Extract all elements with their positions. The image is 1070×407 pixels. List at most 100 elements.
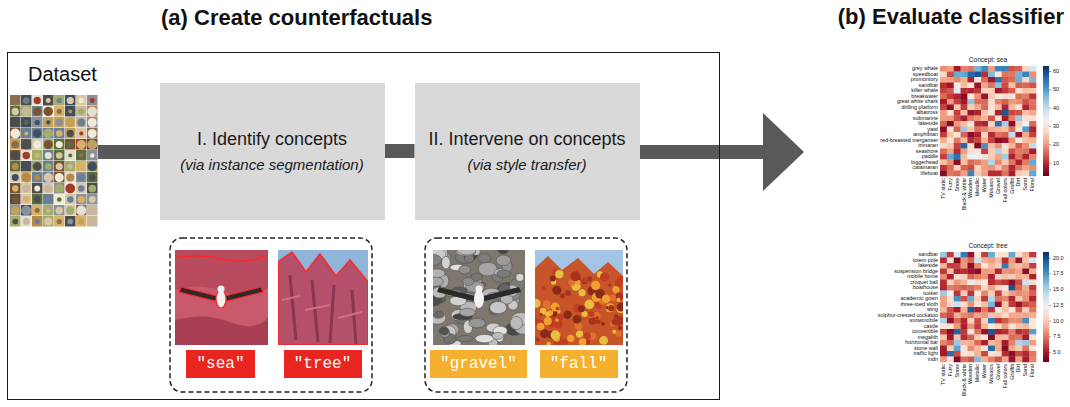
heatmap-cell: [988, 94, 995, 100]
heatmap-cell: [1022, 83, 1029, 89]
heatmap-cell: [940, 110, 947, 116]
column-label: Floral: [1030, 364, 1035, 377]
thumbnail-ground: [54, 150, 65, 161]
sea-photo-part: [179, 286, 263, 309]
heatmap-cell: [995, 72, 1002, 78]
thumbnail-ground: [87, 117, 98, 128]
leaf: [614, 316, 623, 326]
dataset-thumbnail: [43, 117, 54, 128]
heatmap-cell: [1002, 351, 1009, 357]
leaf: [608, 283, 611, 286]
thumbnail-ground: [21, 106, 32, 117]
heatmap-cell: [1002, 252, 1009, 258]
heatmap-cell: [995, 291, 1002, 297]
concept-tag: "tree": [284, 350, 362, 378]
dataset-thumbnail: [87, 205, 98, 216]
heatmap-cell: [974, 110, 981, 116]
heatmap-cell: [961, 88, 968, 94]
heatmap-cell: [1009, 263, 1016, 269]
heatmap-cell: [1009, 66, 1016, 72]
thumbnail-object: [89, 196, 96, 203]
heatmap-cell: [947, 307, 954, 313]
heatmap-cell: [1015, 351, 1022, 357]
leaf: [596, 319, 601, 324]
heatmap-cell: [988, 280, 995, 286]
heatmap-cell: [1009, 88, 1016, 94]
thumbnail-object: [33, 129, 41, 137]
illustration-part: [1049, 258, 1051, 352]
heatmap-cell: [988, 313, 995, 319]
thumbnail-object: [44, 217, 52, 225]
colorbar-tick-label: 60: [1053, 69, 1059, 74]
dataset-thumbnail: [76, 150, 87, 161]
heatmap-cell: [961, 329, 968, 335]
heatmap-cell: [981, 285, 988, 291]
dataset-thumbnail: [65, 172, 76, 183]
heatmap-cell: [954, 252, 961, 258]
dataset-thumbnail: [43, 194, 54, 205]
heatmap-cell: [974, 351, 981, 357]
thumbnail-ground: [76, 139, 87, 150]
heatmap-cell: [967, 121, 974, 127]
colorbar-tick: [1049, 289, 1051, 290]
dataset-thumbnail: [10, 139, 21, 150]
heatmap-cell: [995, 313, 1002, 319]
pebble: [433, 312, 444, 319]
heatmap-cell: [1022, 340, 1029, 346]
heatmap-cell: [974, 99, 981, 105]
thumbnail-object: [79, 131, 83, 135]
heatmap-cell: [1002, 357, 1009, 363]
heatmap-cell: [961, 121, 968, 127]
heatmap-cell: [954, 340, 961, 346]
heatmap-cell: [961, 94, 968, 100]
heatmap-cell: [961, 132, 968, 138]
thumbnail-ground: [54, 161, 65, 172]
dataset-thumbnail: [54, 117, 65, 128]
heatmap-cell: [981, 94, 988, 100]
dataset-thumbnail: [43, 161, 54, 172]
heatmap-cell: [1009, 296, 1016, 302]
tag-text: "sea": [196, 355, 244, 373]
heatmap-cell: [1022, 324, 1029, 330]
heatmap-cell: [1022, 329, 1029, 335]
heatmap-cell: [954, 94, 961, 100]
heatmap-cell: [961, 280, 968, 286]
heatmap-cell: [1002, 302, 1009, 308]
thumbnail-ground: [43, 139, 54, 150]
heatmap-cell: [988, 302, 995, 308]
heatmap-cell: [1009, 149, 1016, 155]
heatmap-cell: [1009, 274, 1016, 280]
heatmap-cell: [954, 263, 961, 269]
heatmap-cell: [988, 127, 995, 133]
heatmap-cell: [940, 77, 947, 83]
concept-tag: "sea": [186, 350, 255, 378]
heatmap-cell: [1009, 72, 1016, 78]
heatmap-cell: [988, 83, 995, 89]
column-label: Furry: [948, 178, 953, 191]
dataset-thumbnail: [54, 128, 65, 139]
heatmap-cell: [1015, 165, 1022, 171]
thumbnail-object: [22, 152, 30, 160]
heatmap-cell: [1015, 296, 1022, 302]
heatmap-cell: [981, 329, 988, 335]
heatmap-cell: [961, 302, 968, 308]
heatmap-cell: [1002, 285, 1009, 291]
heatmap-cell: [981, 269, 988, 275]
dataset-thumbnail: [65, 139, 76, 150]
thumbnail-object: [35, 120, 40, 125]
heatmap-cell: [1022, 274, 1029, 280]
leaf: [570, 336, 574, 340]
column-label: Black & white: [962, 364, 967, 396]
column-label: Graffiti: [1010, 364, 1015, 380]
thumbnail-ground: [54, 128, 65, 139]
heatmap-cell: [1002, 280, 1009, 286]
thumbnail-ground: [10, 205, 21, 216]
leaf: [536, 338, 539, 341]
heatmap-cell: [940, 105, 947, 111]
dataset-thumbnail: [32, 106, 43, 117]
gravel-photo-part: [437, 286, 521, 309]
fall-photo-part: [535, 269, 623, 345]
gravel-photo-part-part: [476, 286, 483, 293]
thumbnail-ground: [65, 139, 76, 150]
dataset-thumbnail: [21, 106, 32, 117]
